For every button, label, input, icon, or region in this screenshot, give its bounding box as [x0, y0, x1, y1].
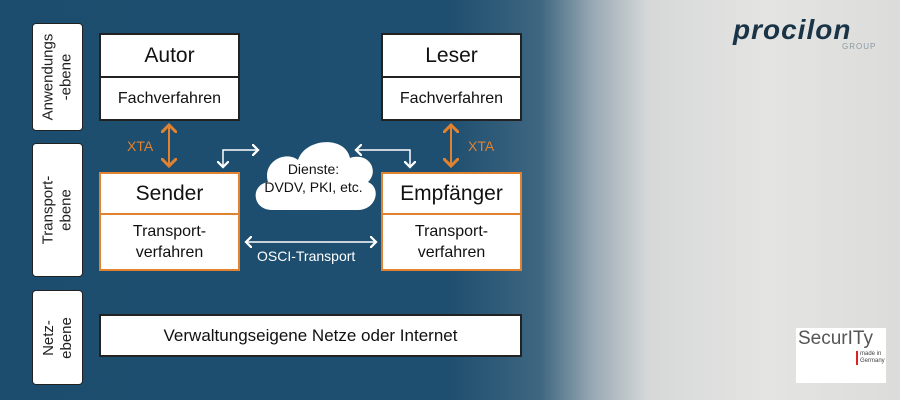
cloud-line1: Dienste: — [287, 161, 340, 177]
seal-text: SecurITy — [798, 328, 873, 349]
xta-label-left: XTA — [127, 138, 154, 154]
sender-box: Sender Transport- verfahren — [99, 172, 240, 271]
xta-label-right: XTA — [468, 138, 495, 154]
receiver-box: Empfänger Transport- verfahren — [381, 172, 522, 271]
reader-fachverfahren: Fachverfahren — [381, 76, 522, 121]
author-box: Autor — [99, 33, 240, 78]
cloud-label: Dienste: DVDV, PKI, etc. — [255, 160, 372, 196]
cloud-arrow-right — [356, 150, 410, 167]
layer-network: Netz- ebene — [32, 290, 83, 385]
osci-label: OSCI-Transport — [257, 248, 356, 264]
sender-title: Sender — [101, 174, 238, 215]
cloud-arrow-left — [223, 150, 258, 167]
author-fachverfahren: Fachverfahren — [99, 76, 240, 121]
seal-sub: made in Germany — [856, 351, 886, 365]
layer-transport: Transport- ebene — [32, 143, 83, 277]
receiver-title: Empfänger — [383, 174, 520, 215]
procilon-logo: procilon — [733, 14, 852, 45]
sender-transport: Transport- verfahren — [132, 222, 207, 261]
procilon-logo-sub: GROUP — [842, 42, 877, 51]
receiver-transport: Transport- verfahren — [414, 222, 489, 261]
network-box: Verwaltungseigene Netze oder Internet — [99, 314, 522, 357]
layer-application: Anwendungs -ebene — [32, 23, 83, 131]
cloud-shape — [255, 142, 376, 210]
security-seal: SecurITy made in Germany — [796, 328, 886, 383]
cloud-line2: DVDV, PKI, etc. — [264, 179, 363, 195]
